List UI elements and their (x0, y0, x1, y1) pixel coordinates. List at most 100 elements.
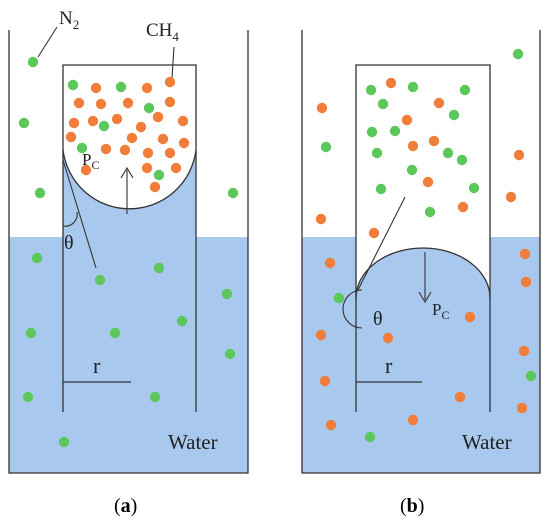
n2-molecule (34, 187, 46, 199)
panel-b-pressure-arrowhead (418, 291, 432, 304)
ch4-molecule (454, 391, 466, 403)
ch4-molecule (100, 143, 112, 155)
panel-b-tube-gas (356, 237, 490, 298)
ch4-molecule (164, 96, 176, 108)
n2-molecule (371, 147, 383, 159)
n2-molecule (109, 327, 121, 339)
panel-a: N2 CH4 PC θ r Water (a) (8, 8, 249, 517)
n2-molecule (377, 98, 389, 110)
n2-molecule (153, 262, 165, 274)
n2-molecule (221, 288, 233, 300)
panel-b-pc-label: PC (432, 300, 449, 322)
n2-molecule (366, 126, 378, 138)
panel-a-n2-pointer (37, 26, 58, 58)
ch4-molecule (141, 82, 153, 94)
n2-molecule (27, 56, 39, 68)
n2-molecule (22, 391, 34, 403)
ch4-molecule (428, 135, 440, 147)
panel-a-pc-label: PC (82, 150, 99, 172)
ch4-molecule (368, 227, 380, 239)
ch4-molecule (516, 402, 528, 414)
panel-b-water (302, 237, 540, 473)
ch4-molecule (170, 162, 182, 174)
panel-a-capillary-tube (62, 64, 197, 412)
ch4-molecule (122, 97, 134, 109)
panel-a-tangent-line (62, 159, 97, 269)
n2-molecule (227, 187, 239, 199)
ch4-molecule (457, 201, 469, 213)
n2-molecule (442, 147, 454, 159)
panel-a-water (9, 237, 248, 473)
panel-a-tube-water (63, 150, 196, 237)
ch4-molecule (157, 133, 169, 145)
ch4-molecule (325, 419, 337, 431)
ch4-molecule (164, 76, 176, 88)
ch4-molecule (520, 276, 532, 288)
ch4-molecule (68, 117, 80, 129)
ch4-molecule (152, 111, 164, 123)
panel-a-caption: (a) (114, 495, 137, 517)
n2-molecule (424, 206, 436, 218)
ch4-molecule (316, 102, 328, 114)
ch4-molecule (315, 213, 327, 225)
panel-b-water-label: Water (462, 430, 512, 454)
n2-molecule (375, 183, 387, 195)
n2-molecule (176, 315, 188, 327)
panel-b: θ PC r Water (b) (301, 30, 541, 517)
n2-molecule (149, 391, 161, 403)
n2-molecule (364, 431, 376, 443)
ch4-molecule (324, 257, 336, 269)
panel-a-theta-label: θ (64, 232, 74, 254)
ch4-molecule (407, 414, 419, 426)
ch4-molecule (164, 147, 176, 159)
ch4-molecule (505, 191, 517, 203)
panel-b-capillary-tube (355, 64, 491, 412)
panel-b-r-label: r (385, 353, 393, 378)
n2-molecule (459, 84, 471, 96)
n2-molecule (525, 370, 537, 382)
n2-molecule (115, 81, 127, 93)
ch4-molecule (319, 375, 331, 387)
n2-molecule (333, 292, 345, 304)
ch4-molecule (65, 131, 77, 143)
ch4-molecule (401, 114, 413, 126)
panel-b-meniscus (355, 247, 491, 299)
ch4-molecule (141, 162, 153, 174)
panel-a-water-label: Water (168, 430, 218, 454)
ch4-molecule (73, 97, 85, 109)
n2-molecule (389, 125, 401, 137)
ch4-molecule (135, 121, 147, 133)
panel-a-ch4-pointer (171, 46, 175, 79)
ch4-molecule (111, 113, 123, 125)
n2-molecule (94, 274, 106, 286)
n2-molecule (18, 117, 30, 129)
n2-molecule (31, 252, 43, 264)
n2-molecule (76, 142, 88, 154)
panel-a-container (8, 30, 249, 474)
panel-a-pressure-arrowhead (120, 166, 134, 179)
ch4-molecule (126, 132, 138, 144)
n2-molecule (407, 81, 419, 93)
n2-molecule (468, 182, 480, 194)
panel-a-n2-label: N2 (59, 8, 79, 32)
ch4-molecule (90, 82, 102, 94)
ch4-molecule (433, 97, 445, 109)
n2-molecule (406, 164, 418, 176)
ch4-molecule (385, 77, 397, 89)
ch4-molecule (142, 147, 154, 159)
panel-a-contact-angle-arc (62, 211, 78, 227)
ch4-molecule (422, 176, 434, 188)
n2-molecule (512, 48, 524, 60)
ch4-molecule (518, 345, 530, 357)
ch4-molecule (178, 137, 190, 149)
ch4-molecule (519, 248, 531, 260)
n2-molecule (153, 169, 165, 181)
panel-a-ch4-label: CH4 (146, 20, 179, 44)
n2-molecule (67, 79, 79, 91)
ch4-molecule (119, 144, 131, 156)
n2-molecule (25, 327, 37, 339)
panel-b-theta-label: θ (373, 308, 383, 330)
n2-molecule (58, 436, 70, 448)
panel-a-molecules (18, 56, 239, 448)
